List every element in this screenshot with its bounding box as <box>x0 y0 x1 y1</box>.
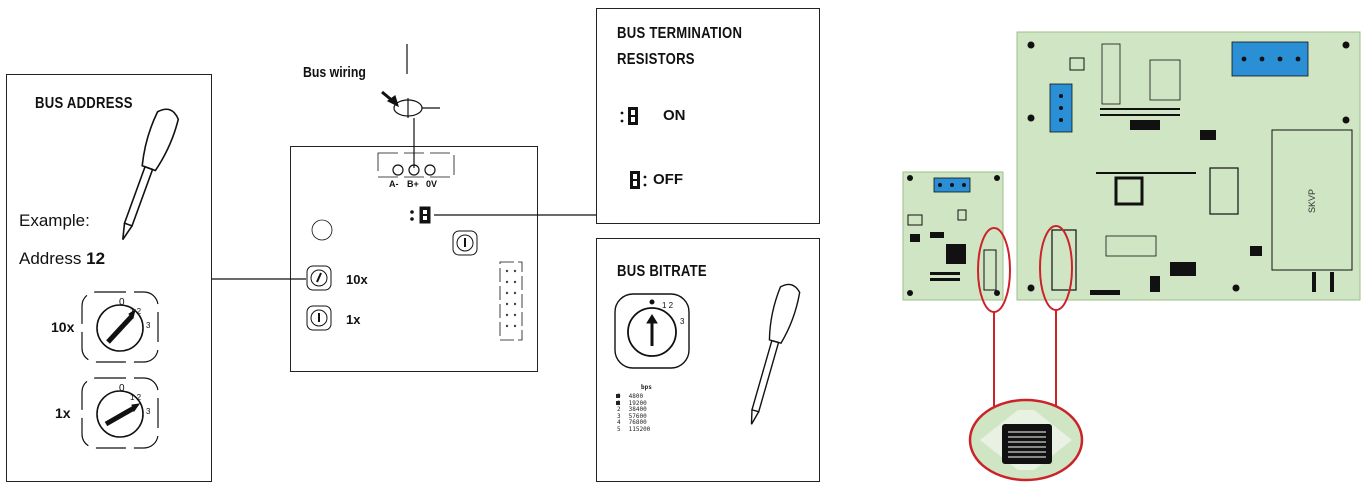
address-label: Address <box>19 249 82 268</box>
bitrate-row: 2 38400 <box>617 406 650 414</box>
bitrate-row-value: 4800 <box>628 393 644 400</box>
bitrate-row-index: 2 <box>617 406 621 413</box>
bitrate-row-value: 38400 <box>628 406 647 413</box>
address-example: Address 12 <box>19 249 105 269</box>
dial-1x-zero: 0 <box>119 383 125 394</box>
bus-wiring-label: Bus wiring <box>303 64 366 81</box>
svg-text:3: 3 <box>146 407 151 416</box>
bitrate-row-value: 76800 <box>628 419 647 426</box>
bitrate-row-index: 5 <box>617 425 621 433</box>
bitrate-row: 5 115200 <box>617 425 651 434</box>
bitrate-row-value: 57600 <box>628 412 647 420</box>
address-value: 12 <box>86 249 106 268</box>
dial-10x-label: 10x <box>51 319 75 335</box>
terminal-a-label: A- <box>389 179 399 189</box>
bus-address-title: BUS ADDRESS <box>35 95 133 112</box>
bitrate-row: 4 76800 <box>617 419 650 427</box>
termination-on-label: ON <box>663 107 686 124</box>
module-1x-label: 1x <box>346 312 361 327</box>
termination-off-label: OFF <box>653 171 683 188</box>
terminal-b-label: B+ <box>407 179 419 189</box>
dial-1x-label: 1x <box>55 405 71 421</box>
bitrate-row-index: 4 <box>617 419 621 426</box>
bitrate-row-value: 115200 <box>628 425 651 433</box>
svg-text:1 2: 1 2 <box>130 307 142 316</box>
module-10x-label: 10x <box>346 272 368 287</box>
terminal-0v-label: 0V <box>426 179 438 189</box>
bitrate-row-index: 3 <box>617 412 621 420</box>
svg-text:1 2: 1 2 <box>662 301 674 310</box>
termination-title-line2: RESISTORS <box>617 51 695 68</box>
svg-text:3: 3 <box>146 321 151 330</box>
svg-text:1 2: 1 2 <box>130 393 142 402</box>
bitrate-row: 3 57600 <box>617 412 650 421</box>
svg-text:3: 3 <box>680 317 685 326</box>
termination-title-line1: BUS TERMINATION <box>617 25 743 42</box>
bitrate-row-value: 19200 <box>628 399 647 407</box>
bus-address-panel: BUS ADDRESS Example: Address 12 10x 1x 0… <box>6 74 212 482</box>
module-outline <box>290 146 538 372</box>
bitrate-table-header: bps <box>641 384 652 391</box>
bitrate-title: BUS BITRATE <box>617 263 707 280</box>
example-label: Example: <box>19 211 90 230</box>
dial-10x-zero: 0 <box>119 297 125 308</box>
